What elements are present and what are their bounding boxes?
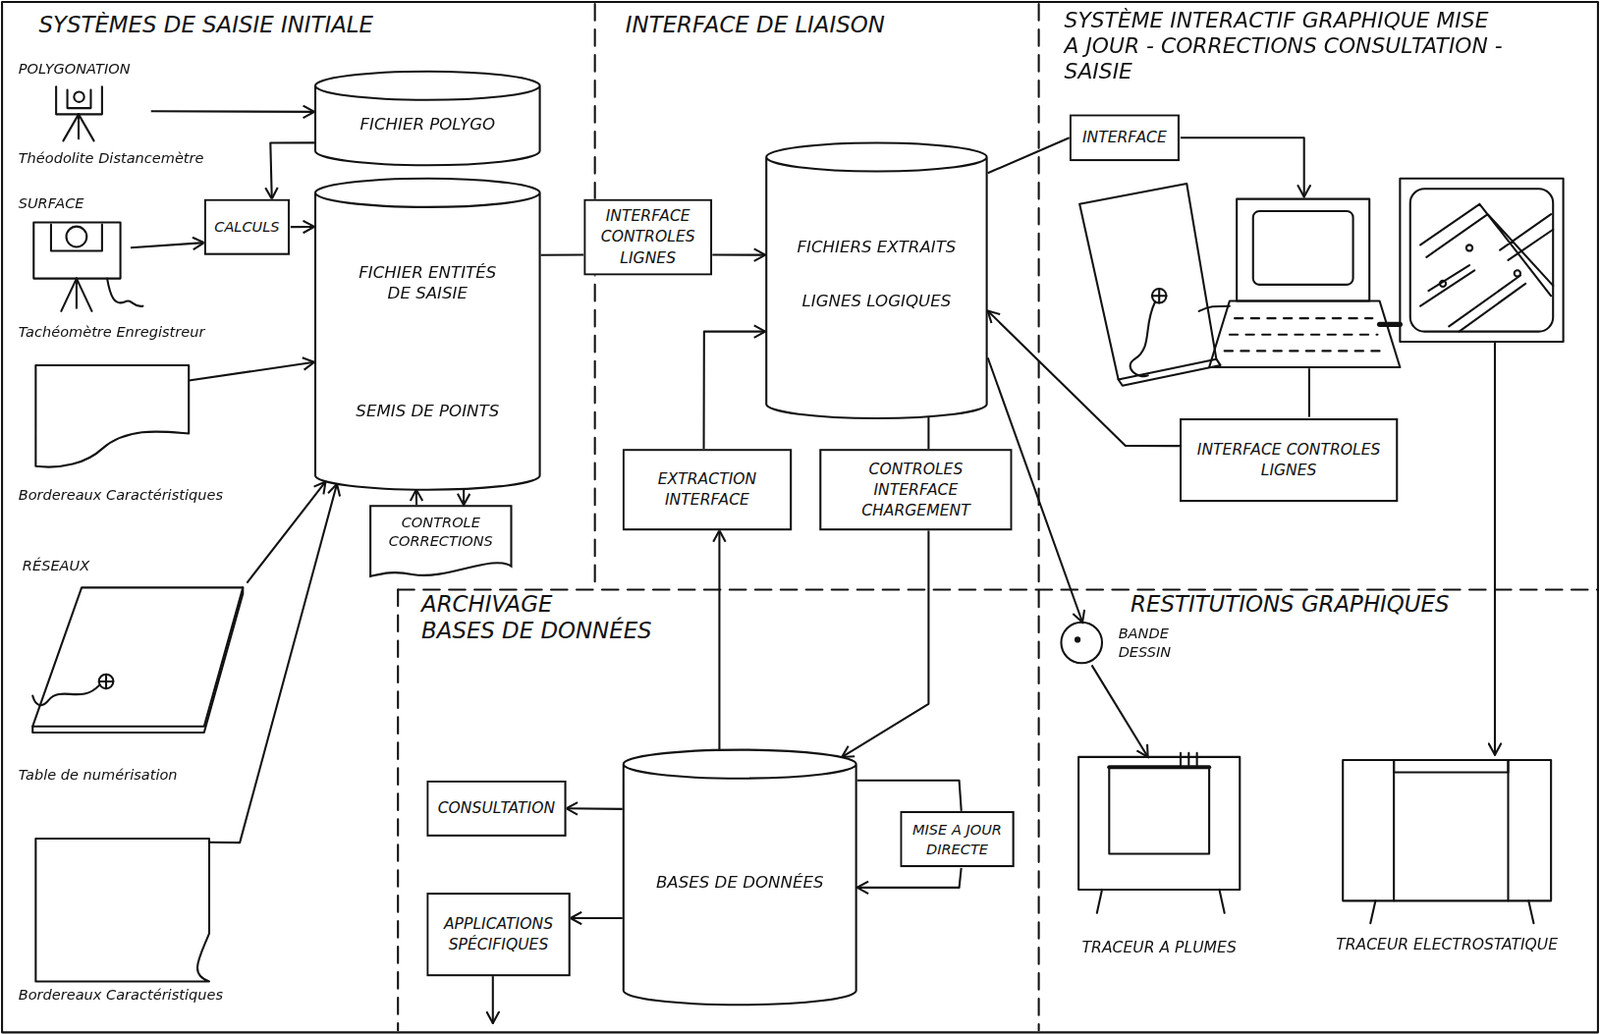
node-text: CONTROLES INTERFACE CHARGEMENT	[846, 458, 985, 521]
region-heading: SYSTÈME INTERACTIF GRAPHIQUE MISE A JOUR…	[1060, 7, 1506, 86]
connector	[188, 362, 315, 382]
device-figure: BANDE DESSIN	[1060, 622, 1194, 666]
digitizing-table	[32, 587, 243, 733]
device-figure: SURFACETachéomètre Enregistreur	[18, 193, 131, 317]
node-text: INTERFACE CONTROLES LIGNES	[1197, 440, 1381, 482]
connector	[270, 142, 315, 199]
region-heading: BASES DE DONNÉES	[418, 618, 656, 646]
outline	[623, 750, 857, 1006]
figure-caption: SURFACE	[18, 193, 85, 213]
connector	[1092, 664, 1149, 758]
figure-caption: RÉSEAUX	[22, 555, 90, 575]
device-figure: RÉSEAUXTable de numérisation	[22, 555, 248, 735]
process-box: CONSULTATION	[426, 780, 566, 837]
connector	[130, 242, 205, 248]
connector	[988, 311, 1180, 447]
output-arrow	[492, 976, 495, 1024]
device-figure: POLYGONATIONThéodolite Distancemètre	[18, 58, 152, 146]
connector	[988, 137, 1070, 173]
node-text: FICHIER ENTITÉS DE SAISIE	[356, 262, 499, 305]
outline	[315, 178, 541, 491]
connector	[566, 807, 623, 811]
pen-plotter	[1078, 753, 1240, 914]
process-box: APPLICATIONS SPÉCIFIQUES	[426, 892, 570, 977]
node-text: INTERFACE CONTROLES LIGNES	[592, 206, 705, 269]
device-figure: Bordereaux Caractéristiques	[35, 365, 189, 468]
node-text: FICHIER POLYGO	[325, 113, 530, 136]
process-box: INTERFACE	[1069, 113, 1180, 162]
device-figure: Bordereaux Caractéristiques	[35, 836, 210, 980]
connector	[462, 489, 465, 505]
process-box: CALCULS	[204, 199, 290, 256]
outline	[370, 505, 511, 577]
tape-reel	[1060, 622, 1103, 664]
figure-caption: Tachéomètre Enregistreur	[18, 322, 206, 341]
connector	[151, 110, 315, 113]
process-box: INTERFACE CONTROLES LIGNES	[583, 199, 713, 276]
form-sheet	[35, 365, 189, 468]
data-store: FICHIER ENTITÉS DE SAISIE SEMIS DE POINTS	[314, 178, 542, 491]
connector	[717, 530, 720, 751]
connector	[841, 530, 929, 758]
outline	[315, 71, 541, 166]
figure-caption: TRACEUR A PLUMES	[1057, 938, 1261, 959]
figure-caption: Théodolite Distancemètre	[18, 149, 205, 168]
connector	[415, 490, 418, 506]
connector	[857, 780, 962, 812]
connector	[570, 917, 623, 920]
data-store: FICHIERS EXTRAITS LIGNES LOGIQUES	[765, 142, 988, 419]
region-heading: INTERFACE DE LIAISON	[622, 11, 888, 39]
node-text: APPLICATIONS SPÉCIFIQUES	[435, 914, 563, 956]
node-text: SEMIS DE POINTS	[325, 400, 530, 423]
figure-caption: Table de numérisation	[18, 765, 178, 784]
theodolite-icon	[55, 86, 103, 141]
electrostatic-plotter	[1342, 760, 1551, 924]
data-store: BASES DE DONNÉES	[622, 750, 858, 1006]
cylinder-outline	[314, 178, 542, 491]
figure-caption: TRACEUR ELECTROSTATIQUE	[1322, 936, 1571, 956]
connector	[927, 416, 930, 449]
process-box: MISE A JOUR DIRECTE	[899, 811, 1014, 868]
connector	[289, 225, 315, 228]
figure-caption: BANDE DESSIN	[1118, 624, 1196, 663]
node-text: CALCULS	[214, 217, 279, 237]
document-shape: CONTROLE CORRECTIONS	[369, 504, 512, 579]
process-box: CONTROLES INTERFACE CHARGEMENT	[819, 448, 1012, 531]
node-text: CONTROLE CORRECTIONS	[375, 513, 506, 552]
region-heading: RESTITUTIONS GRAPHIQUES	[1127, 592, 1453, 619]
connector	[704, 331, 767, 449]
region-dividers	[397, 3, 1599, 1031]
connector	[857, 867, 962, 888]
node-text: LIGNES LOGIQUES	[769, 290, 984, 313]
region-heading: SYSTÈMES DE SAISIE INITIALE	[35, 11, 377, 39]
figure-caption: Bordereaux Caractéristiques	[18, 486, 223, 505]
cylinder-outline	[765, 142, 988, 419]
node-text: FICHIERS EXTRAITS	[769, 236, 984, 259]
node-text: EXTRACTION INTERFACE	[643, 469, 772, 511]
node-text: MISE A JOUR DIRECTE	[908, 820, 1007, 859]
device-figure: TRACEUR ELECTROSTATIQUE	[1342, 760, 1551, 914]
connector	[541, 253, 585, 256]
tacheometre-icon	[33, 221, 143, 311]
region-heading: ARCHIVAGE	[418, 592, 556, 619]
node-text: INTERFACE	[1082, 127, 1167, 149]
form-sheet	[35, 838, 210, 982]
outline	[766, 142, 987, 419]
process-box: EXTRACTION INTERFACE	[622, 448, 792, 531]
connector	[209, 484, 337, 843]
figure-caption: POLYGONATION	[18, 58, 131, 78]
node-text: CONSULTATION	[438, 798, 555, 820]
data-store: FICHIER POLYGO	[314, 71, 542, 166]
node-text: BASES DE DONNÉES	[627, 872, 853, 894]
figure-caption: Bordereaux Caractéristiques	[18, 986, 223, 1005]
device-figure: TRACEUR A PLUMES	[1078, 757, 1240, 916]
connector	[712, 253, 766, 256]
process-box: INTERFACE CONTROLES LIGNES	[1179, 418, 1398, 502]
